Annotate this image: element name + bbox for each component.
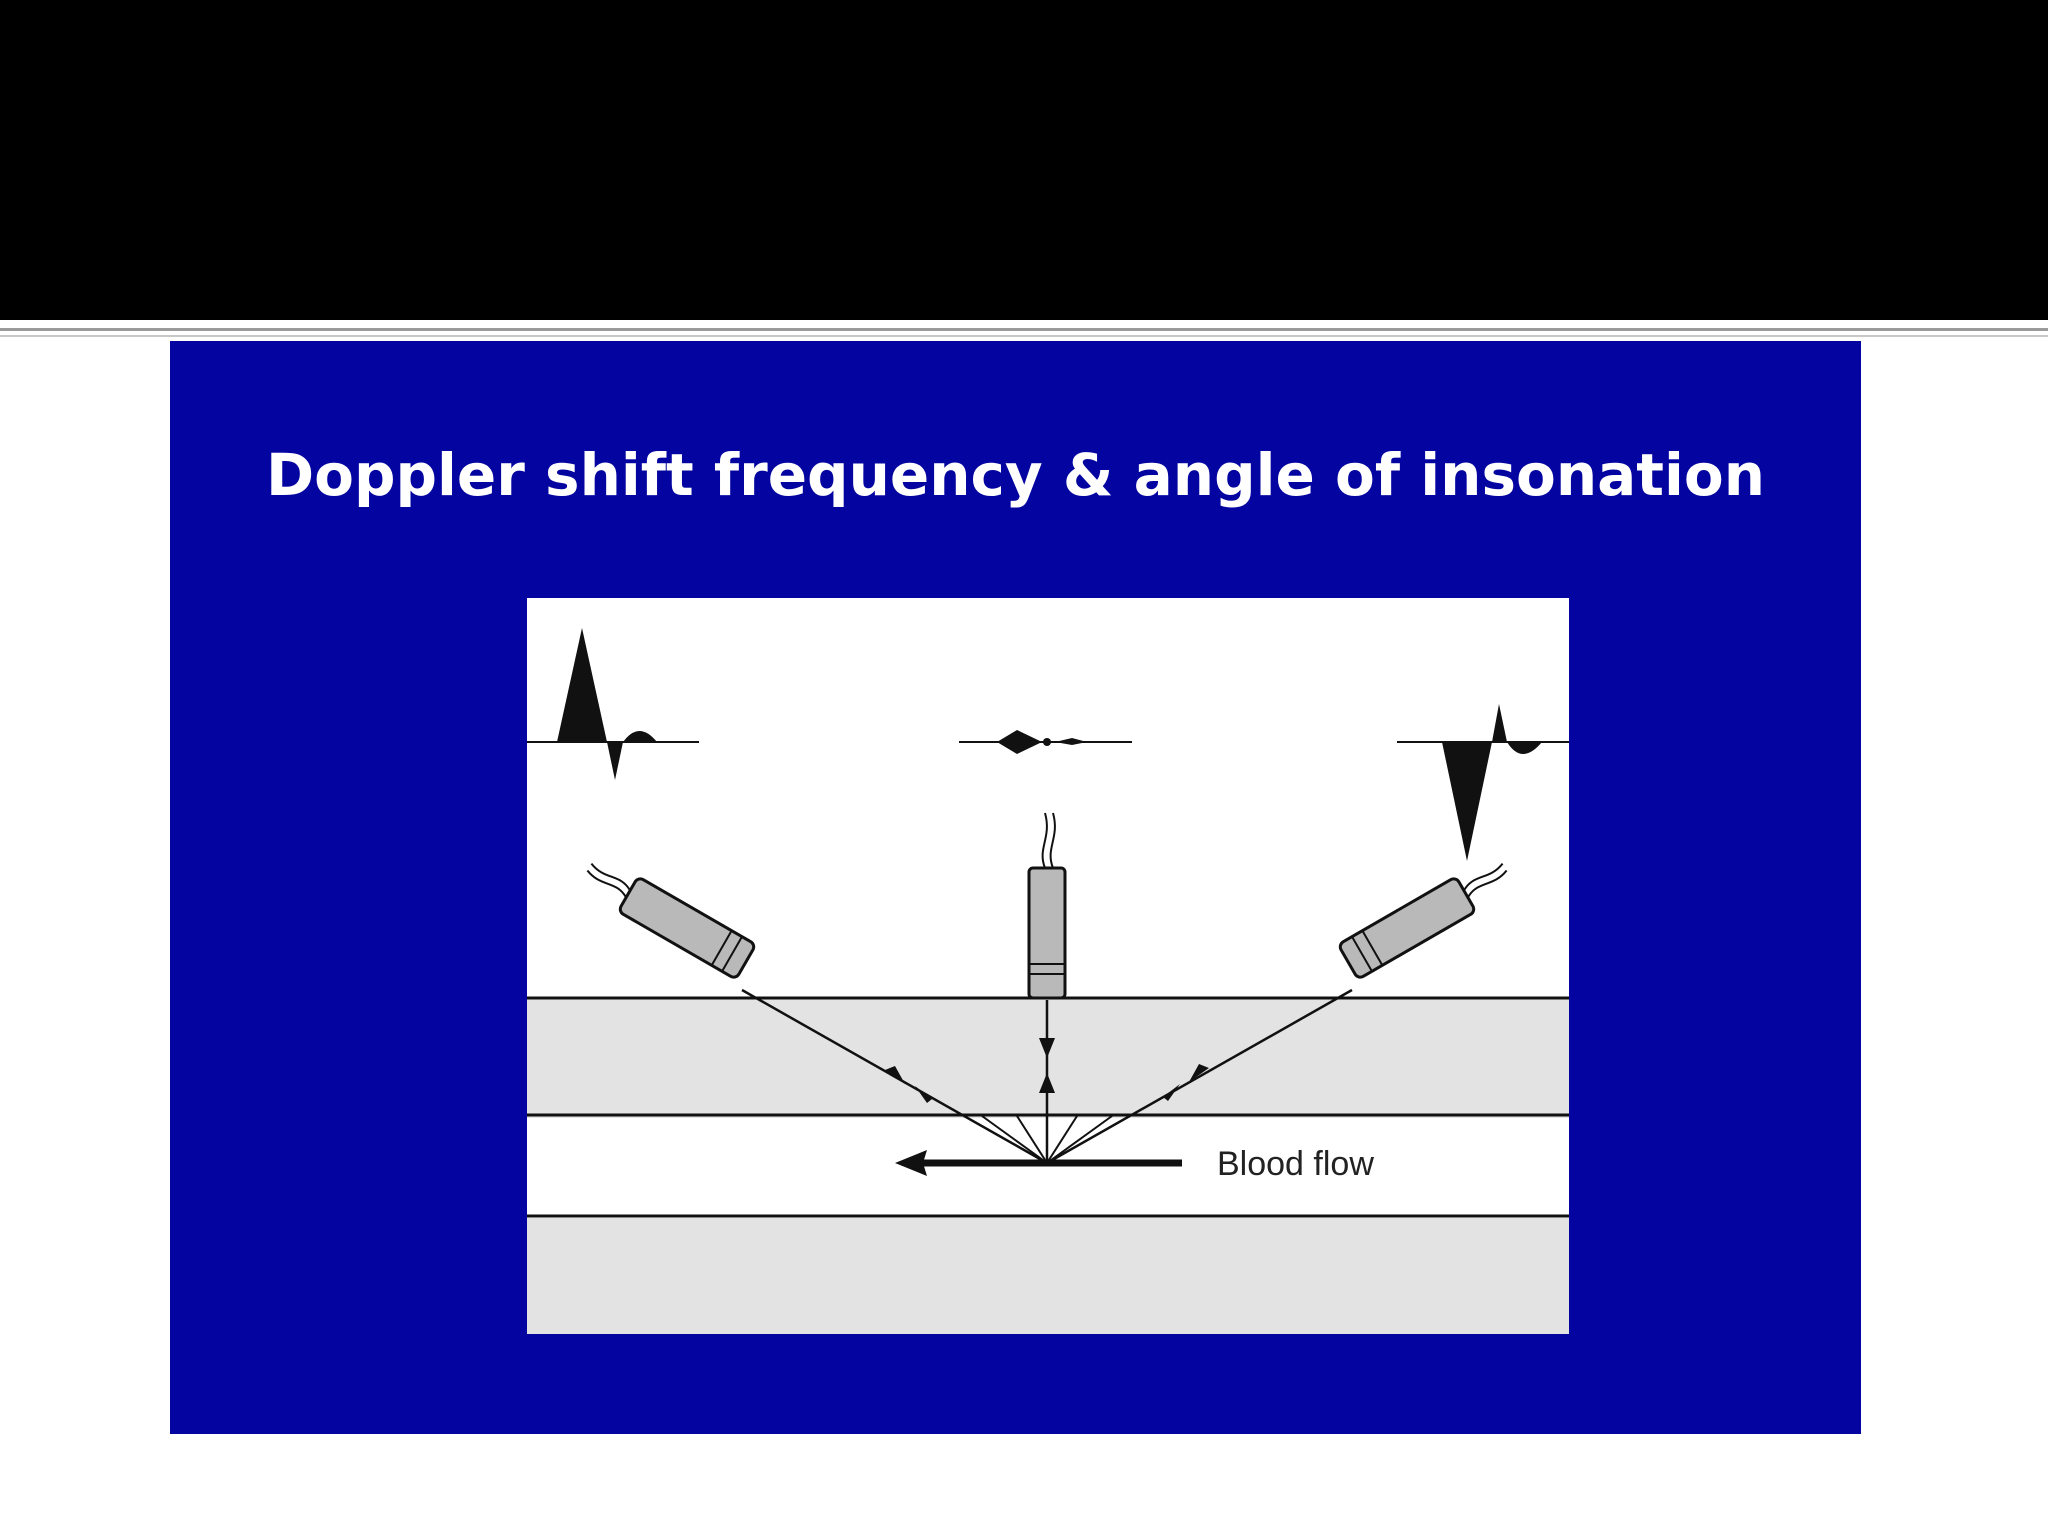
- beam-arrow: [1039, 1073, 1055, 1093]
- right-angled-probe: [1338, 862, 1508, 979]
- top-black-band: [0, 0, 2048, 320]
- insonation-beams: [741, 988, 1353, 1165]
- doppler-diagram-svg: Blood flow: [527, 628, 1569, 1334]
- beam-arrow: [915, 1086, 932, 1103]
- divider-line-secondary: [0, 335, 2048, 337]
- left-angled-probe: [586, 862, 756, 979]
- negative-shift-waveform: [1397, 704, 1569, 861]
- slide-image: Doppler shift frequency & angle of inson…: [170, 341, 1861, 1434]
- beam-arrow: [1039, 1038, 1055, 1058]
- minimal-shift-waveform: [959, 730, 1132, 754]
- lower-tissue-layer: [527, 1218, 1569, 1334]
- blood-flow-label: Blood flow: [1217, 1145, 1374, 1183]
- beam-arrow: [1189, 1064, 1209, 1082]
- slide-title: Doppler shift frequency & angle of inson…: [266, 441, 1765, 509]
- beam-arrow: [1163, 1084, 1180, 1101]
- beam-arrow: [885, 1066, 905, 1084]
- positive-shift-waveform: [527, 628, 699, 780]
- divider-line: [0, 328, 2048, 331]
- vertical-probe: [1027, 812, 1067, 1000]
- blood-flow-arrow: [895, 1150, 1182, 1176]
- doppler-diagram: Blood flow: [527, 598, 1569, 1334]
